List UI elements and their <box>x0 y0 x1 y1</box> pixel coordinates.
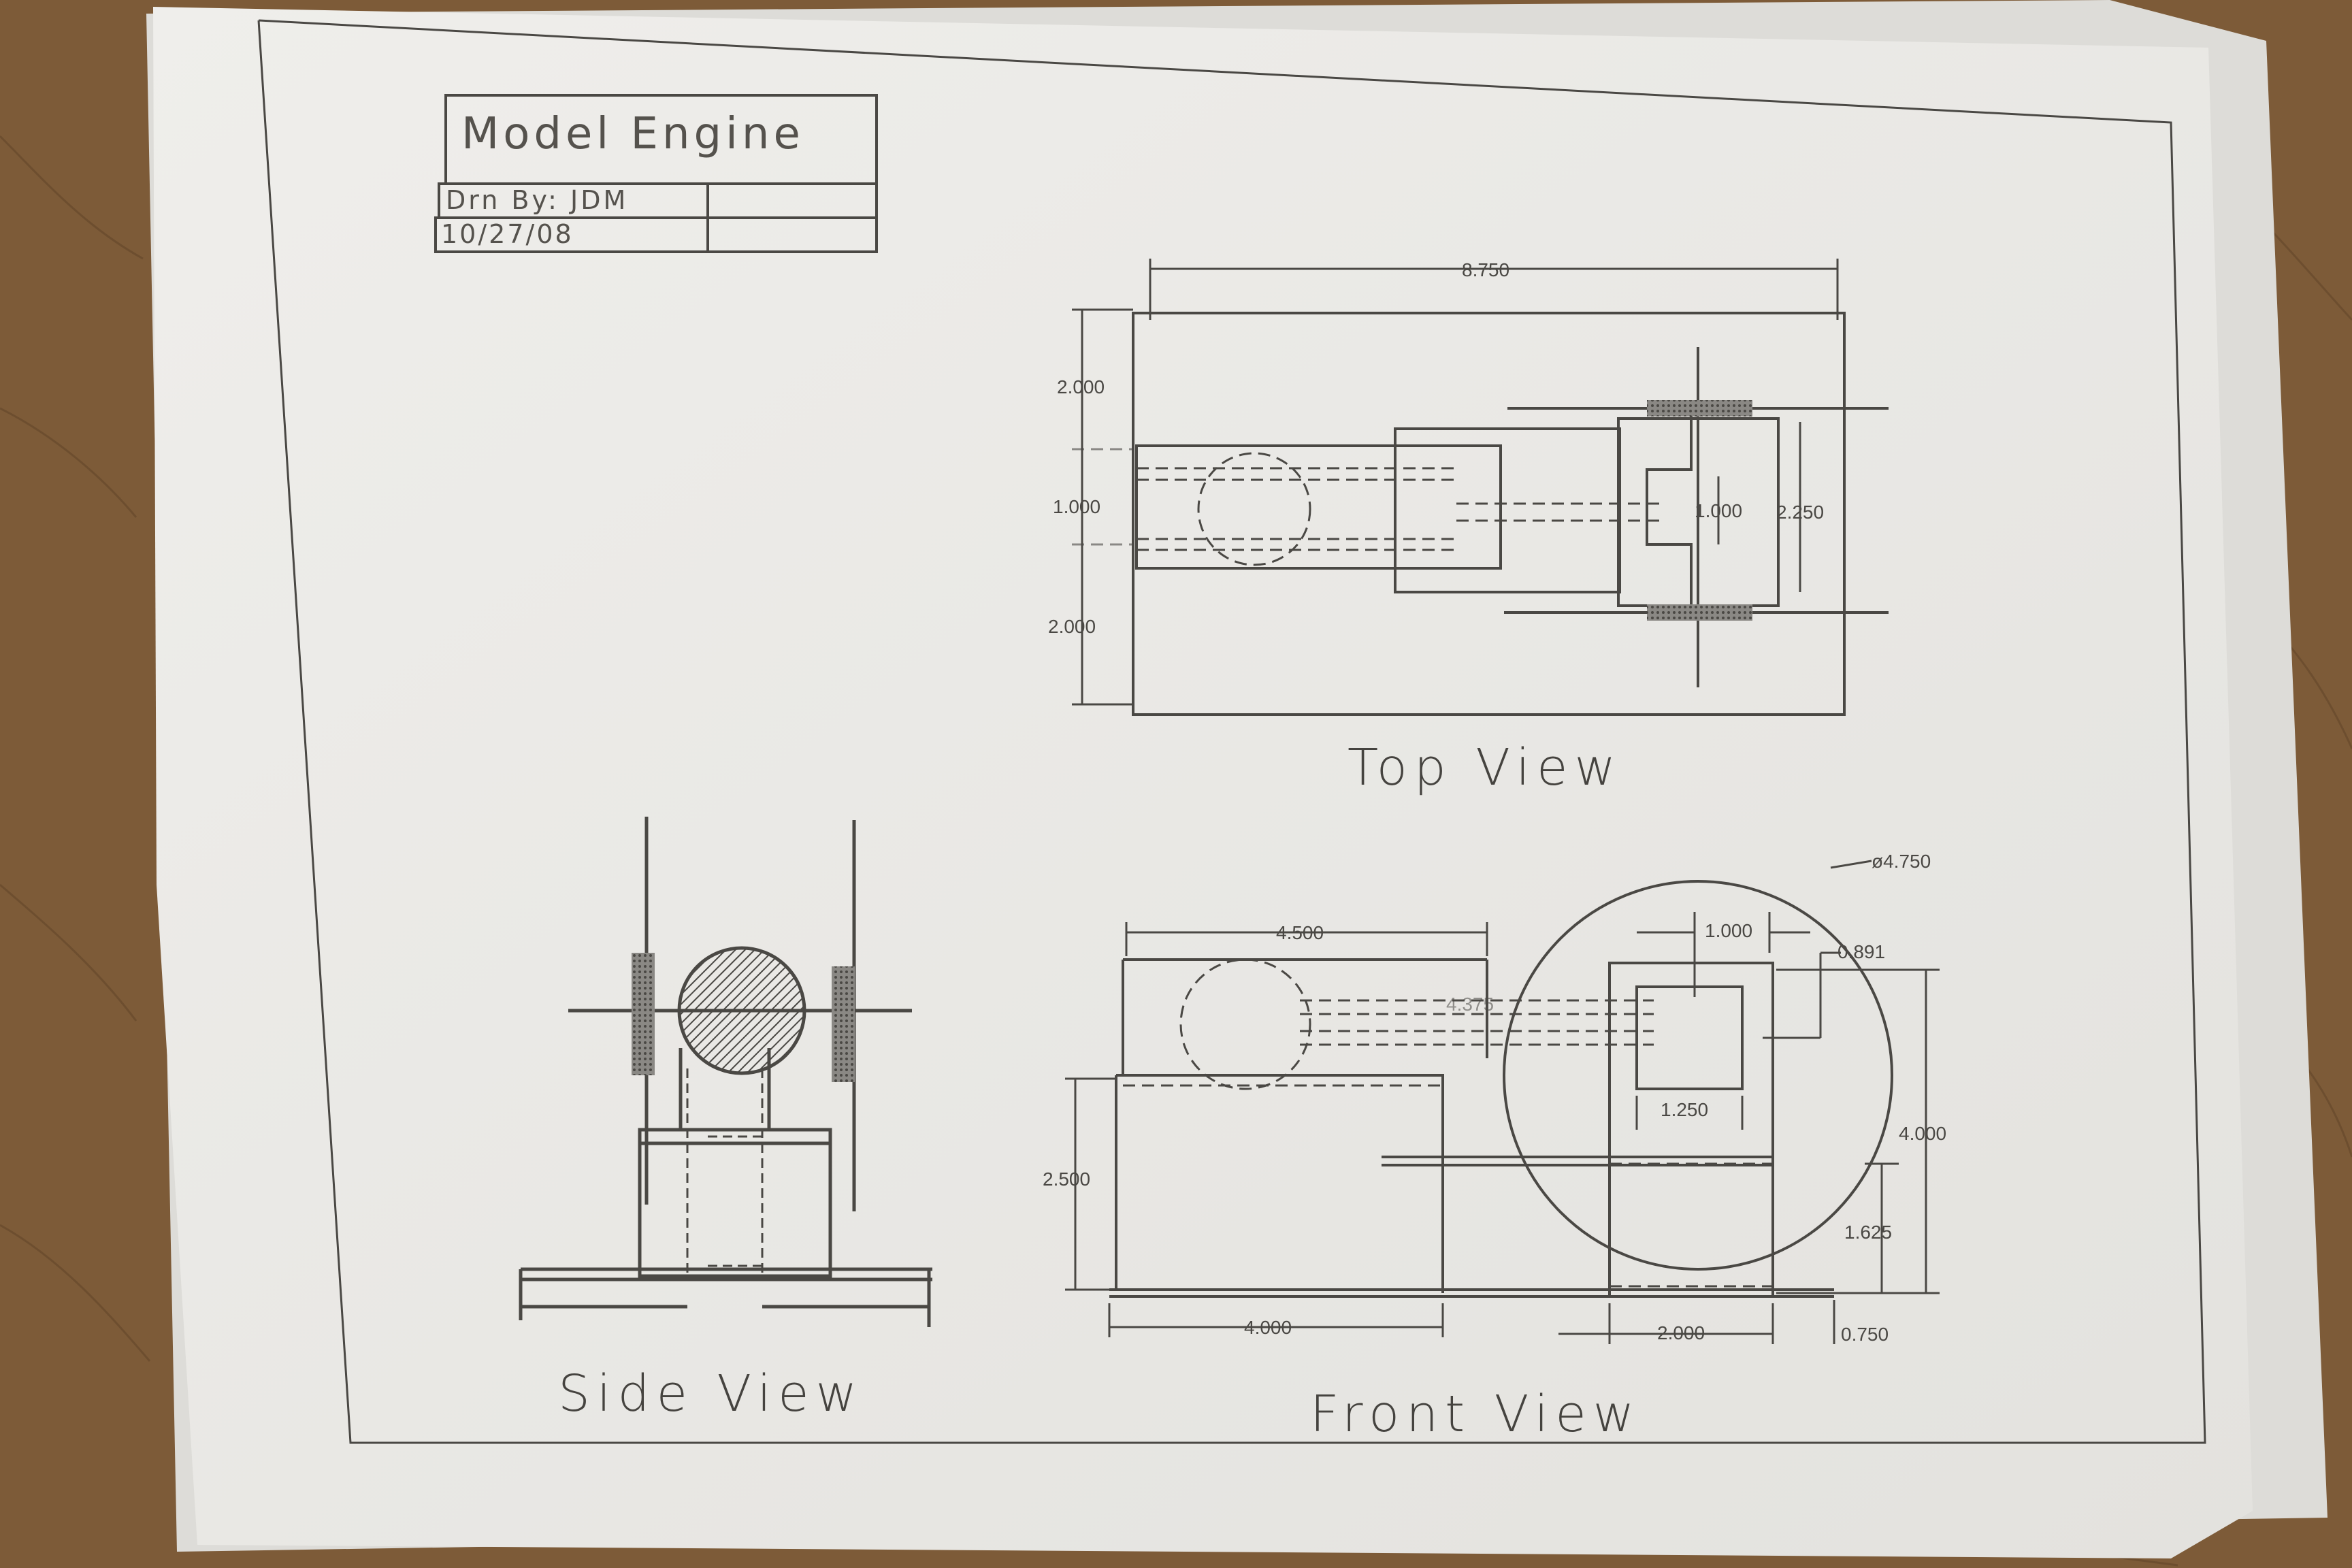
dimension-labels: 8.750 2.000 1.000 2.000 1.000 2.250 ø4.7… <box>1043 259 1946 1345</box>
top-view-drawing <box>1072 259 1889 716</box>
side-view-drawing <box>519 817 932 1327</box>
front-view-label: Front View <box>1310 1385 1642 1443</box>
side-view-label: Side View <box>558 1365 864 1423</box>
drawing-title: Model Engine <box>461 109 804 159</box>
dim-top-left-lower: 2.000 <box>1048 616 1096 637</box>
title-block <box>434 94 878 253</box>
dim-top-crank-throw: 1.000 <box>1695 500 1742 521</box>
dim-base-right: 2.000 <box>1657 1322 1705 1343</box>
dim-overhang: 0.750 <box>1841 1324 1889 1345</box>
dim-stroke: 4.375 <box>1446 994 1494 1015</box>
dim-top-overall: 8.750 <box>1462 259 1509 280</box>
dim-axle-height: 1.625 <box>1844 1222 1892 1243</box>
dim-total-height: 4.000 <box>1899 1123 1946 1144</box>
dim-base-left: 4.000 <box>1244 1317 1292 1338</box>
dim-crank-width: 1.000 <box>1705 920 1752 941</box>
dim-cylinder-height: 2.500 <box>1043 1169 1090 1190</box>
drawing-date: 10/27/08 <box>441 219 574 249</box>
paper-sheet <box>153 7 2253 1558</box>
top-view-label: Top View <box>1348 738 1623 797</box>
front-view-drawing <box>1065 860 1940 1344</box>
dim-top-left-mid: 1.000 <box>1053 496 1100 517</box>
dim-top-frame-width: 2.250 <box>1776 502 1824 523</box>
dim-flywheel-diameter: ø4.750 <box>1872 851 1931 872</box>
dim-bracket-width: 1.250 <box>1661 1099 1708 1120</box>
drawn-by-label: Drn By: JDM <box>446 185 629 215</box>
dim-crank-offset: 0.891 <box>1838 941 1885 962</box>
dim-top-left-upper: 2.000 <box>1057 376 1105 397</box>
drawing-border <box>257 19 2206 1444</box>
dim-cylinder-length: 4.500 <box>1276 922 1324 943</box>
